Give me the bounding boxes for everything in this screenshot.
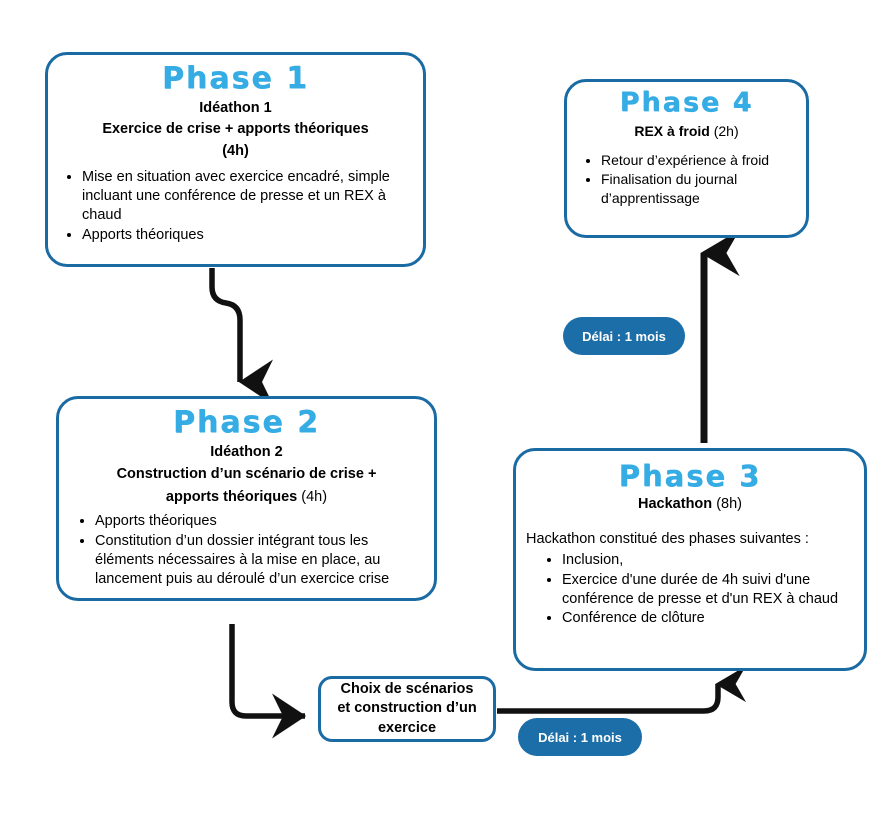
phase-2-subtitle-line3: apports théoriques (4h)	[69, 488, 424, 507]
phase-2-subtitle-line3-text: apports théoriques	[165, 488, 298, 505]
phase-3-bullet-list: Inclusion, Exercice d'une durée de 4h su…	[526, 551, 854, 628]
phase-2-bullet-list: Apports théoriques Constitution d’un dos…	[69, 512, 424, 588]
list-item: Mise en situation avec exercice encadré,…	[82, 168, 413, 225]
phase-3-lead-text: Hackathon constitué des phases suivantes…	[526, 530, 809, 547]
phase-4-subtitle: REX à froid (2h)	[577, 123, 796, 141]
list-item: Retour d’expérience à froid	[601, 151, 796, 169]
phase-3-duration: (8h)	[716, 496, 742, 513]
choix-line-2: et construction d’un	[337, 700, 477, 717]
arrow-exercise-to-phase3	[497, 665, 747, 714]
phase-4-bullet-list: Retour d’expérience à froid Finalisation…	[577, 151, 796, 207]
phase-2-box[interactable]: Phase 2 Idéathon 2 Construction d’un scé…	[56, 396, 437, 601]
phase-3-title: Phase 3	[618, 459, 762, 493]
phase-1-subtitle-line1: Idéathon 1	[199, 99, 272, 116]
choix-line-3: exercice	[377, 719, 437, 736]
list-item: Finalisation du journal d’apprentissage	[601, 170, 796, 206]
phase-4-subtitle-text: REX à froid	[634, 123, 710, 140]
phase-4-box[interactable]: Phase 4 REX à froid (2h) Retour d’expéri…	[564, 79, 809, 238]
list-item: Inclusion,	[562, 551, 854, 570]
arrow-phase1-to-phase2	[209, 268, 273, 405]
phase-1-subtitle-line2: Exercice de crise + apports théoriques	[102, 121, 369, 138]
phase-1-bullet-list: Mise en situation avec exercice encadré,…	[58, 168, 413, 244]
choix-line-1: Choix de scénarios	[340, 681, 474, 698]
phase-2-title: Phase 2	[172, 405, 321, 440]
phase-2-subtitle-line2: Construction d’un scénario de crise +	[116, 466, 377, 483]
list-item: Exercice d'une durée de 4h suivi d'une c…	[562, 571, 854, 609]
list-item: Conférence de clôture	[562, 609, 854, 628]
choix-de-scenarios-text: Choix de scénarios et construction d’un …	[337, 680, 476, 737]
phase-4-title: Phase 4	[619, 87, 754, 118]
arrow-phase2-to-exercise	[229, 624, 307, 739]
choix-de-scenarios-box[interactable]: Choix de scénarios et construction d’un …	[318, 676, 496, 742]
list-item: Apports théoriques	[82, 226, 413, 245]
list-item: Constitution d’un dossier intégrant tous…	[95, 532, 424, 589]
phase-3-box[interactable]: Phase 3 Hackathon (8h) Hackathon constit…	[513, 448, 867, 671]
delay-badge-bottom[interactable]: Délai : 1 mois	[518, 718, 642, 756]
phase-4-duration: (2h)	[713, 123, 739, 140]
phase-1-box[interactable]: Phase 1 Idéathon 1 Exercice de crise + a…	[45, 52, 426, 267]
phase-1-duration: (4h)	[222, 142, 249, 159]
phase-2-subtitle-line1: Idéathon 2	[210, 443, 283, 460]
phase-3-subtitle-text: Hackathon	[638, 496, 713, 513]
phase-1-title: Phase 1	[161, 61, 310, 96]
phase-2-duration: (4h)	[301, 488, 328, 505]
delay-badge-top[interactable]: Délai : 1 mois	[563, 317, 685, 355]
list-item: Apports théoriques	[95, 512, 424, 531]
phase-3-subtitle: Hackathon (8h)	[526, 495, 854, 514]
